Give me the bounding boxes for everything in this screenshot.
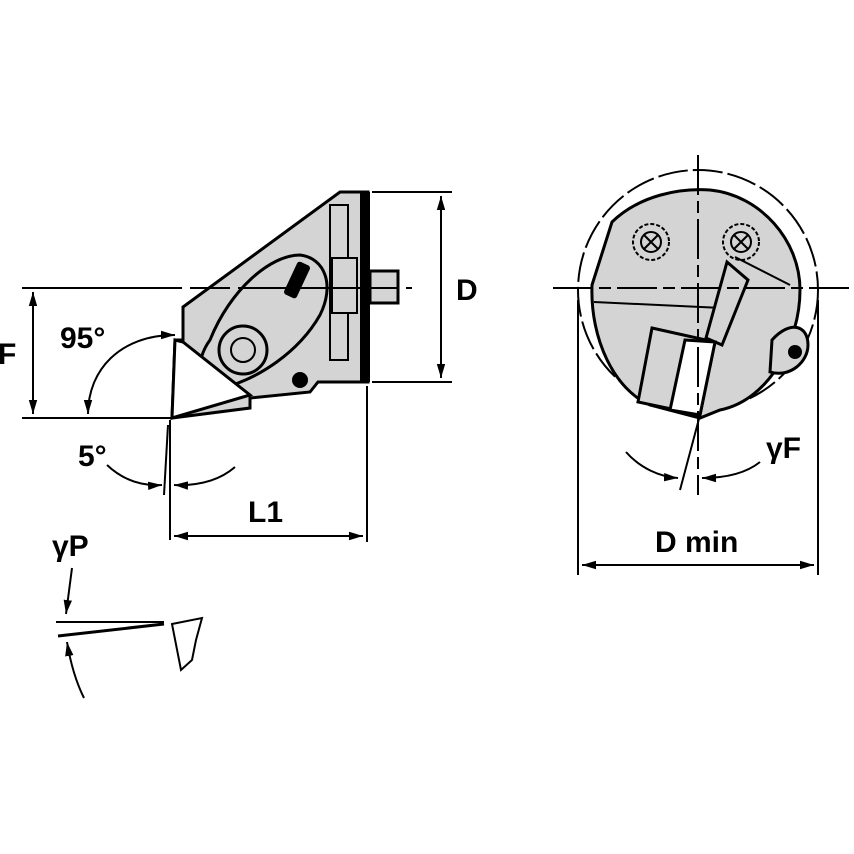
- label-gamma-F: γF: [766, 432, 801, 465]
- label-clearance-angle: 5°: [78, 440, 107, 473]
- pocket-rect: [331, 257, 358, 314]
- label-approach-angle: 95°: [60, 322, 105, 355]
- label-D: D: [456, 274, 478, 307]
- angle-95-arc: [83, 330, 176, 415]
- adjust-screw-slot: [284, 261, 310, 299]
- rake-detail: γP: [52, 530, 204, 699]
- screw-left: [632, 223, 670, 261]
- insert-section: [170, 616, 204, 672]
- wedge: [704, 259, 750, 347]
- screw-right: [722, 223, 760, 261]
- label-gamma-P: γP: [52, 530, 89, 563]
- label-L1: L1: [248, 496, 283, 529]
- label-D-min: D min: [655, 526, 738, 559]
- side-view: F 95° D 5° L1: [0, 190, 478, 542]
- small-screw: [292, 372, 308, 388]
- label-F: F: [0, 338, 16, 371]
- torx-socket: [230, 337, 256, 363]
- end-view: γF D min: [553, 155, 854, 575]
- head-body: [590, 188, 802, 420]
